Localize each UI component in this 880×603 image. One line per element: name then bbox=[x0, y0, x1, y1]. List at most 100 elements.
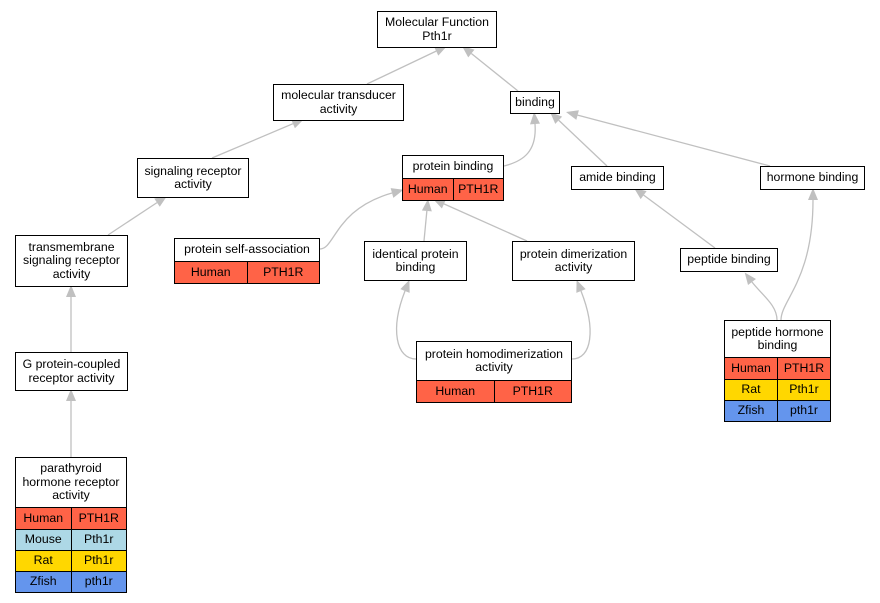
gene-cell: PTH1R bbox=[493, 381, 572, 402]
node-label: protein binding bbox=[403, 156, 503, 178]
node-label-line: signaling receptor bbox=[22, 253, 121, 268]
annotation-table: Human PTH1R bbox=[417, 380, 571, 402]
node-label: binding bbox=[511, 92, 559, 113]
edge-hormone-to-binding-arrowhead bbox=[566, 110, 579, 120]
species-cell: Human bbox=[435, 383, 476, 398]
node-label-line: peptide binding bbox=[687, 252, 771, 267]
species-cell: Human bbox=[407, 181, 448, 196]
node-label: protein self-association bbox=[175, 239, 319, 261]
node-label-line: protein self-association bbox=[184, 242, 310, 257]
edge-amide-to-binding bbox=[558, 119, 608, 167]
node-label-line: activity bbox=[174, 177, 212, 191]
edge-signaling-to-transducer-arrowhead bbox=[291, 119, 304, 129]
gene-cell: Pth1r bbox=[70, 551, 127, 571]
edge-protein-binding-to-binding-arrowhead bbox=[530, 112, 540, 125]
edge-transducer-to-root-arrowhead bbox=[434, 46, 447, 56]
node-label-line: protein dimerization bbox=[519, 246, 628, 261]
edge-binding-to-root bbox=[470, 53, 519, 92]
node-label-line: binding bbox=[757, 338, 798, 352]
node-amide[interactable]: amide binding bbox=[571, 166, 664, 190]
edge-identical-to-protein-binding bbox=[423, 210, 428, 242]
edge-peptide-hormone-to-hormone-arrowhead bbox=[808, 188, 818, 200]
node-label-line: receptor activity bbox=[28, 370, 115, 385]
node-label-line: parathyroid bbox=[40, 461, 102, 476]
node-hormone[interactable]: hormone binding bbox=[760, 166, 865, 190]
species-cell: Zfish bbox=[29, 574, 57, 589]
edge-gpcr-to-transmembrane-arrowhead bbox=[66, 285, 76, 297]
edge-dimerization-to-protein-binding bbox=[443, 203, 528, 242]
edge-homodimer-to-identical bbox=[395, 290, 417, 360]
edge-peptide-to-amide bbox=[643, 194, 716, 249]
node-label-line: G protein-coupled bbox=[22, 357, 121, 371]
gene-cell: PTH1R bbox=[452, 179, 504, 200]
edge-protein-binding-to-binding bbox=[503, 123, 536, 167]
node-label-line: binding bbox=[515, 94, 555, 109]
node-label-line: binding bbox=[395, 260, 436, 274]
edge-peptide-hormone-to-hormone bbox=[780, 199, 814, 321]
node-label-line: activity bbox=[319, 101, 358, 116]
gene-cell: PTH1R bbox=[70, 508, 127, 529]
species-cell: Mouse bbox=[24, 532, 62, 547]
node-label-line: Molecular Function bbox=[385, 15, 489, 29]
node-peptide[interactable]: peptide binding bbox=[680, 248, 778, 272]
annotation-row: Human PTH1R bbox=[403, 179, 503, 200]
gene-cell: PTH1R bbox=[777, 358, 830, 379]
edge-homodimer-to-dimerization bbox=[571, 290, 591, 360]
edge-binding-to-root-arrowhead bbox=[462, 46, 475, 58]
edge-signaling-to-transducer bbox=[211, 123, 294, 159]
gene-cell: Pth1r bbox=[777, 380, 830, 400]
node-label-line: molecular transducer bbox=[281, 88, 396, 102]
edge-identical-to-protein-binding-arrowhead bbox=[421, 199, 432, 212]
node-label-line: protein homodimerization bbox=[424, 346, 564, 361]
node-label-line: activity bbox=[554, 260, 593, 274]
node-label-line: amide binding bbox=[579, 170, 656, 185]
node-label: amide binding bbox=[572, 167, 663, 189]
edge-transmembrane-to-signaling bbox=[107, 202, 158, 236]
gene-cell: pth1r bbox=[70, 572, 127, 592]
node-label-line: activity bbox=[52, 266, 91, 281]
node-label-line: hormone receptor bbox=[22, 474, 120, 489]
edge-transducer-to-root bbox=[366, 50, 437, 85]
annotation-row: Human PTH1R bbox=[417, 381, 571, 402]
edge-peptide-hormone-to-peptide bbox=[751, 281, 778, 321]
node-label-line: Pth1r bbox=[422, 28, 452, 43]
species-cell: Zfish bbox=[737, 403, 765, 418]
edge-hormone-to-binding bbox=[577, 114, 771, 167]
edge-homodimer-to-identical-arrowhead bbox=[400, 279, 410, 293]
edge-self-assoc-to-protein-binding bbox=[319, 192, 393, 250]
node-binding[interactable]: binding bbox=[510, 91, 560, 114]
edge-peptide-hormone-to-peptide-arrowhead bbox=[744, 272, 756, 286]
edge-dimerization-to-protein-binding-arrowhead bbox=[433, 199, 446, 209]
edge-homodimer-to-dimerization-arrowhead bbox=[576, 279, 586, 293]
node-label-line: protein binding bbox=[412, 159, 494, 174]
edge-pth-receptor-to-gpcr-arrowhead bbox=[66, 389, 76, 401]
